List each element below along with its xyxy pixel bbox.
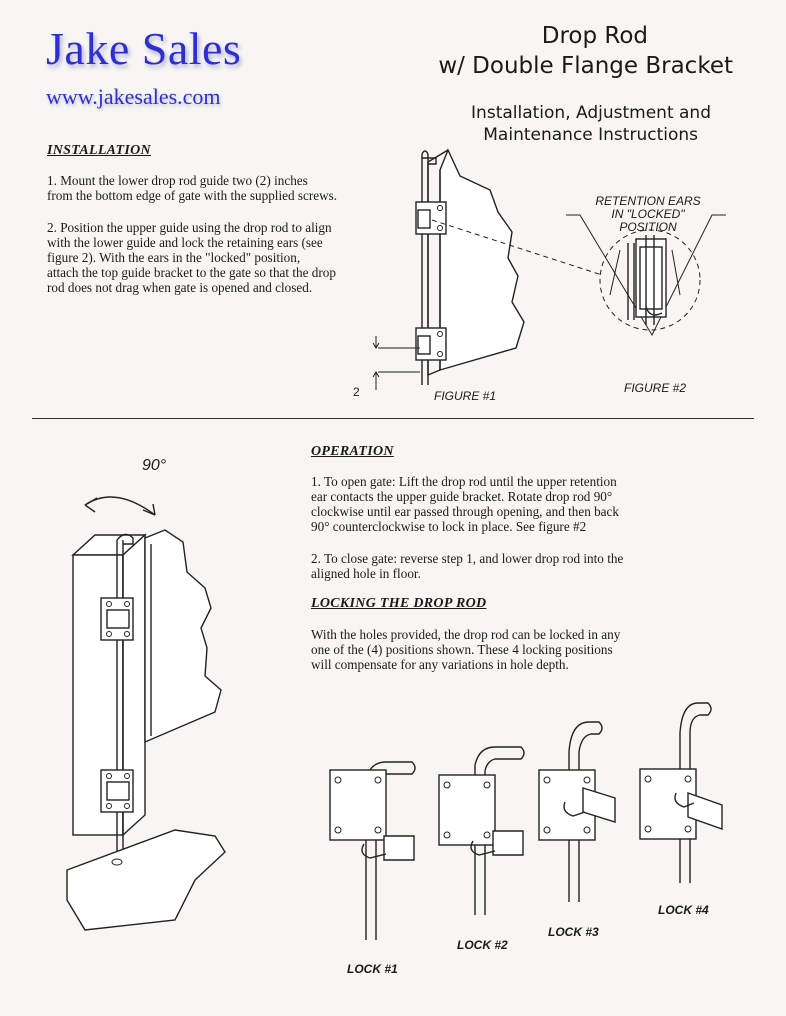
rotation-label: 90° bbox=[142, 457, 167, 474]
text-line: IN "LOCKED" POSITION bbox=[611, 207, 685, 234]
figure-1-caption: FIGURE #1 bbox=[434, 389, 497, 403]
lock-label-3: LOCK #3 bbox=[548, 925, 599, 939]
gate-rotation-drawing bbox=[66, 496, 226, 931]
text-line: clockwise until ear passed through openi… bbox=[311, 504, 619, 519]
lock-position-4-drawing bbox=[639, 702, 723, 883]
operation-heading: OPERATION bbox=[311, 444, 394, 459]
text-line: with the lower guide and lock the retain… bbox=[47, 235, 323, 250]
document-title-line2: w/ Double Flange Bracket bbox=[438, 53, 733, 79]
text-line: will compensate for any variations in ho… bbox=[311, 657, 569, 672]
dimension-label: 2 bbox=[353, 385, 360, 399]
text-line: 1. Mount the lower drop rod guide two (2… bbox=[47, 173, 308, 188]
installation-step-1: 1. Mount the lower drop rod guide two (2… bbox=[47, 173, 337, 203]
text-line: RETENTION EARS bbox=[595, 194, 701, 208]
figure-2-retention-ears-drawing bbox=[566, 214, 726, 337]
lock-position-3-drawing bbox=[538, 721, 616, 902]
retention-ears-label: RETENTION EARS IN "LOCKED" POSITION bbox=[593, 195, 703, 234]
text-line: ear contacts the upper guide bracket. Ro… bbox=[311, 489, 613, 504]
figure-1-gate-drawing bbox=[372, 148, 603, 390]
text-line: figure 2). With the ears in the "locked"… bbox=[47, 250, 301, 265]
text-line: 2. To close gate: reverse step 1, and lo… bbox=[311, 551, 624, 566]
operation-step-1: 1. To open gate: Lift the drop rod until… bbox=[311, 474, 619, 534]
document-subtitle: Installation, Adjustment and bbox=[471, 103, 711, 123]
lock-position-1-drawing bbox=[329, 761, 416, 940]
figure-2-caption: FIGURE #2 bbox=[624, 381, 687, 395]
text-line: attach the top guide bracket to the gate… bbox=[47, 265, 336, 280]
locking-heading: LOCKING THE DROP ROD bbox=[311, 596, 487, 611]
text-line: 1. To open gate: Lift the drop rod until… bbox=[311, 474, 617, 489]
installation-step-2: 2. Position the upper guide using the dr… bbox=[47, 220, 336, 295]
text-line: With the holes provided, the drop rod ca… bbox=[311, 627, 621, 642]
operation-step-2: 2. To close gate: reverse step 1, and lo… bbox=[311, 551, 623, 581]
text-line: aligned hole in floor. bbox=[311, 566, 421, 581]
website-url: www.jakesales.com bbox=[46, 84, 221, 109]
document-subtitle-line2: Maintenance Instructions bbox=[483, 125, 698, 145]
lock-label-2: LOCK #2 bbox=[457, 938, 508, 952]
locking-description: With the holes provided, the drop rod ca… bbox=[311, 627, 620, 672]
text-line: one of the (4) positions shown. These 4 … bbox=[311, 642, 613, 657]
section-divider bbox=[32, 418, 754, 419]
installation-heading: INSTALLATION bbox=[47, 143, 151, 158]
lock-position-2-drawing bbox=[438, 746, 525, 915]
text-line: from the bottom edge of gate with the su… bbox=[47, 188, 338, 203]
text-line: 2. Position the upper guide using the dr… bbox=[47, 220, 332, 235]
text-line: rod does not drag when gate is opened an… bbox=[47, 280, 313, 295]
document-title: Drop Rod bbox=[541, 23, 648, 49]
lock-label-1: LOCK #1 bbox=[347, 962, 398, 976]
brand-logo-text: Jake Sales bbox=[46, 23, 242, 74]
lock-label-4: LOCK #4 bbox=[658, 903, 709, 917]
text-line: 90° counterclockwise to lock in place. S… bbox=[311, 519, 587, 534]
